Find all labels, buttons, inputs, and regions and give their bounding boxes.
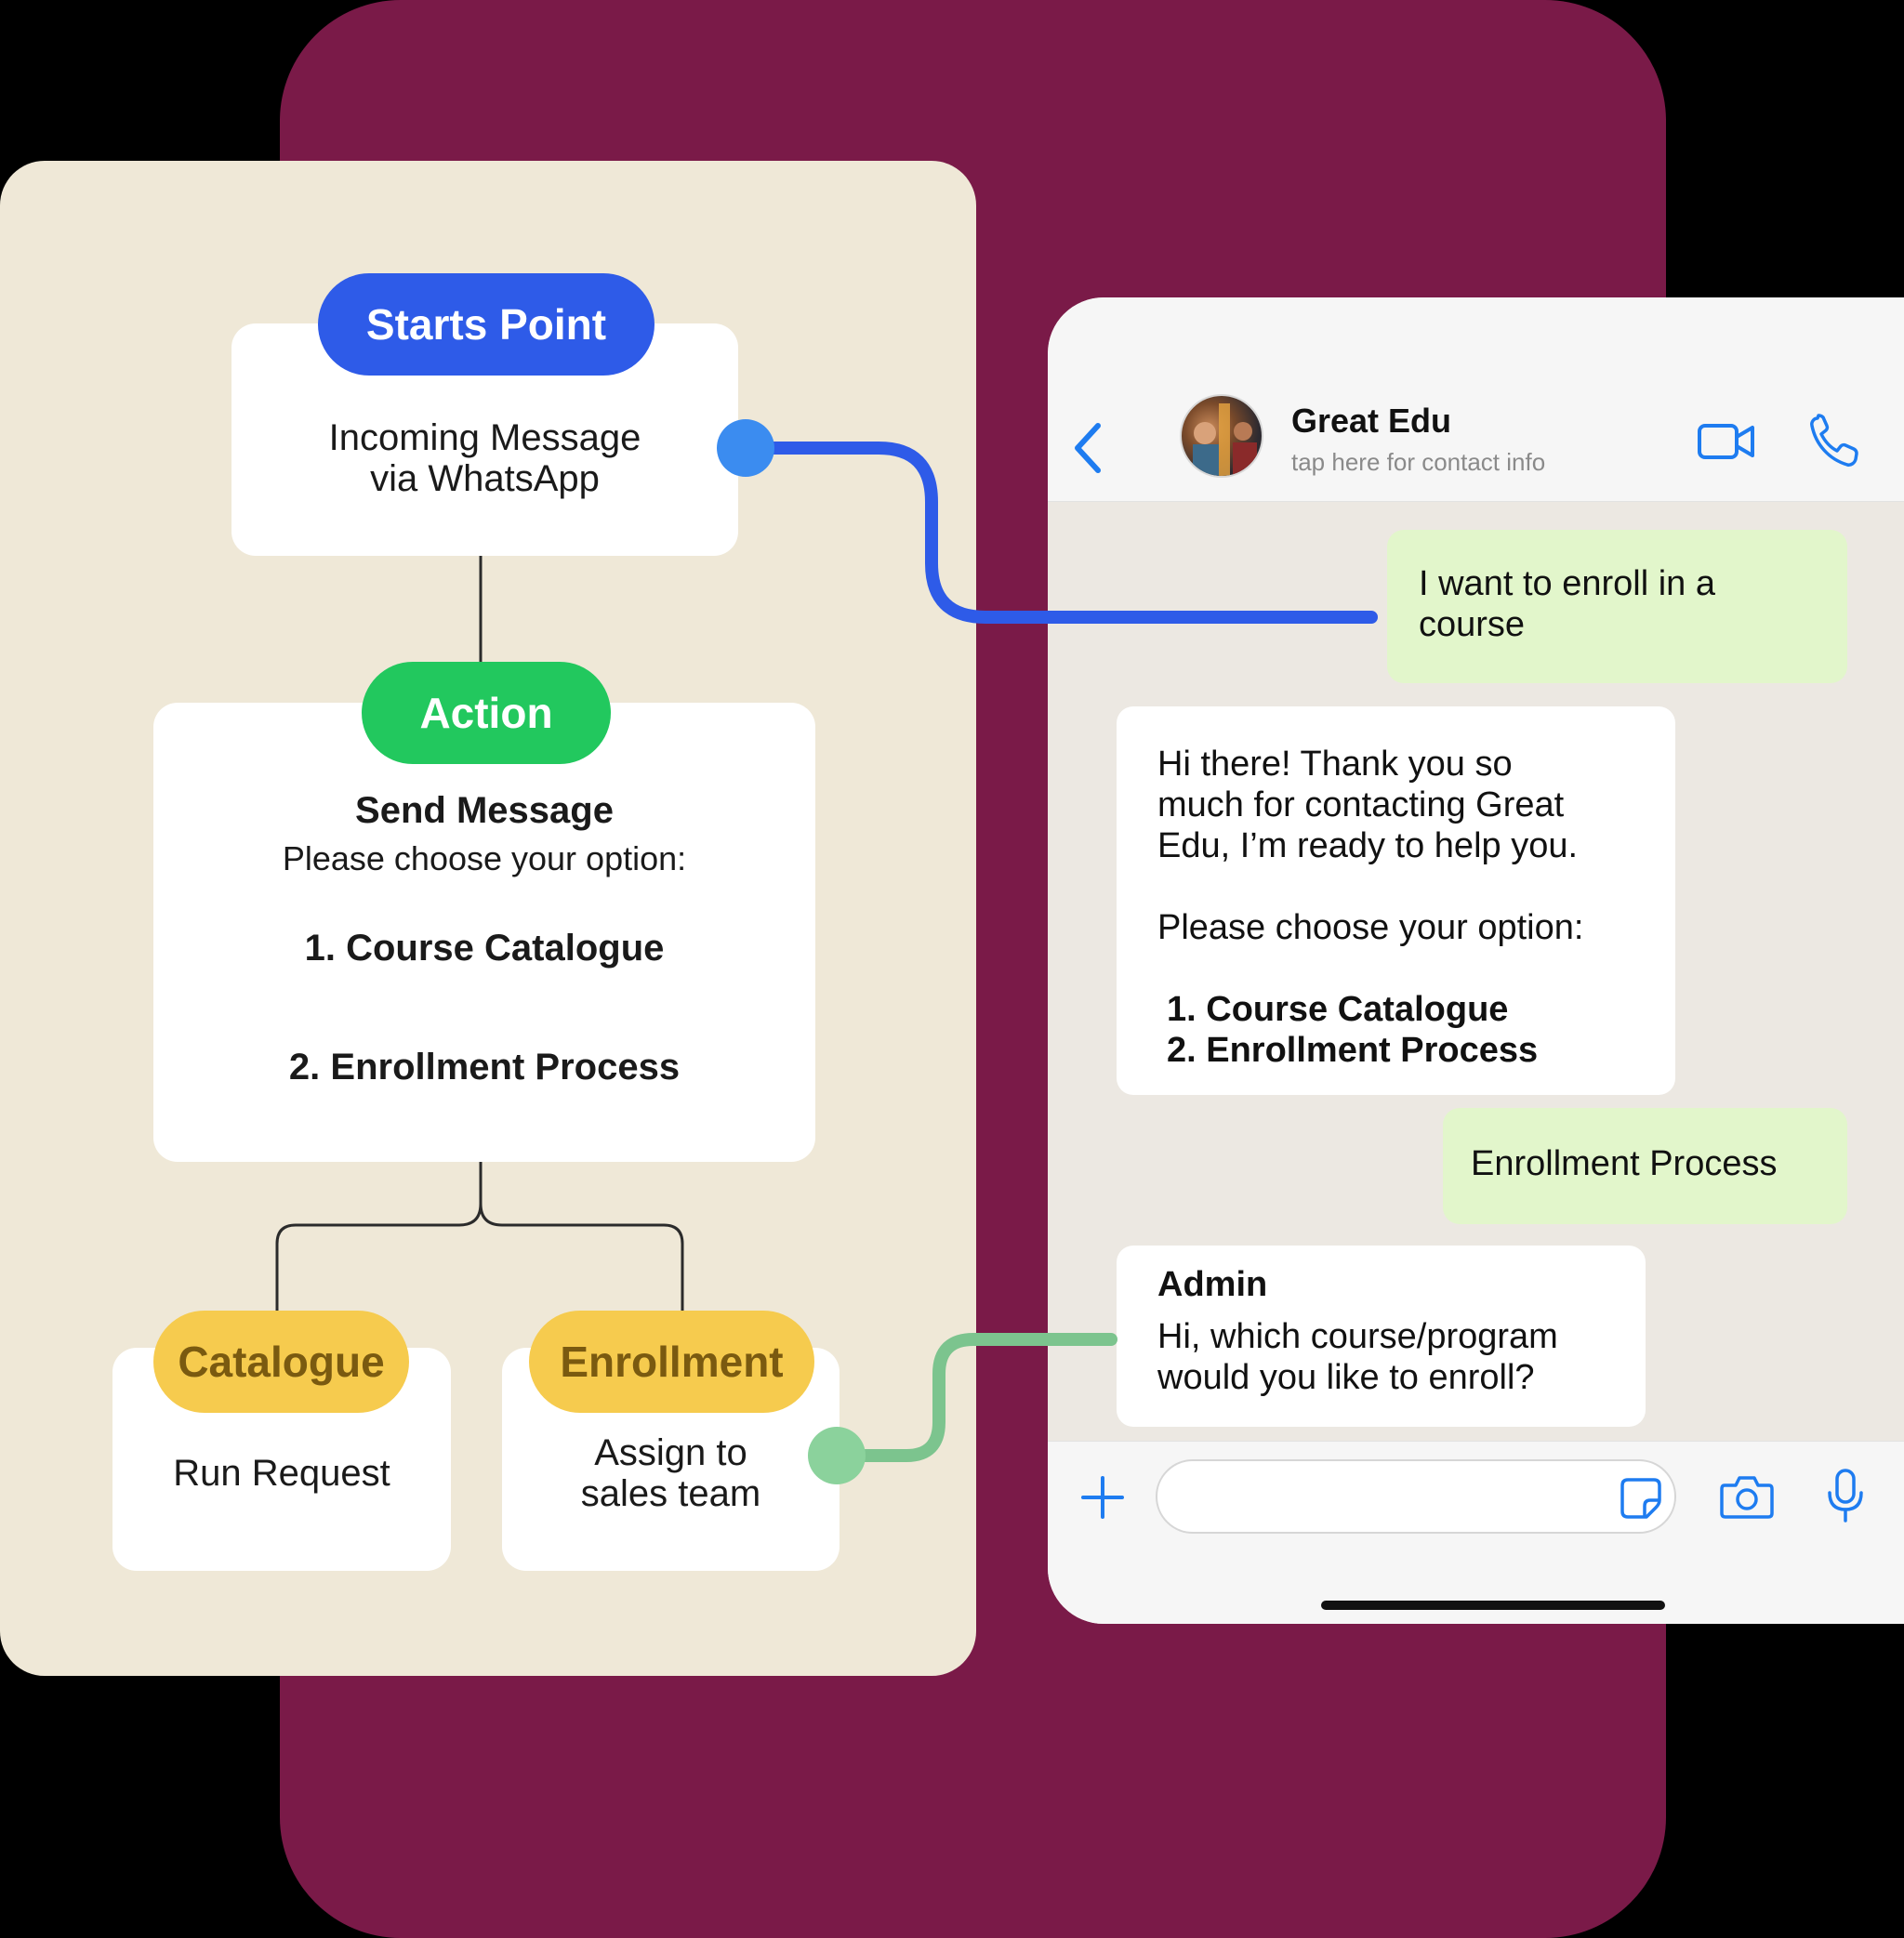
message-bubble-outgoing-1[interactable]: I want to enroll in a course bbox=[1387, 530, 1847, 683]
start-point-text-line2: via WhatsApp bbox=[370, 458, 600, 499]
microphone-icon[interactable] bbox=[1825, 1467, 1866, 1526]
phone-icon[interactable] bbox=[1808, 413, 1860, 468]
action-branch-line bbox=[275, 1162, 684, 1312]
message-3-text: Enrollment Process bbox=[1471, 1144, 1778, 1183]
enrollment-badge[interactable]: Enrollment bbox=[529, 1311, 814, 1413]
message-2-option1: 1. Course Catalogue bbox=[1167, 990, 1509, 1029]
enrollment-to-admin-connector bbox=[830, 1333, 1117, 1462]
enrollment-text-line1: Assign to bbox=[594, 1432, 747, 1473]
message-bubble-incoming-2[interactable]: Admin Hi, which course/program would you… bbox=[1117, 1246, 1646, 1427]
contact-name[interactable]: Great Edu bbox=[1291, 402, 1452, 440]
message-4-line2: would you like to enroll? bbox=[1157, 1358, 1535, 1397]
message-2-line1: Hi there! Thank you so bbox=[1157, 745, 1513, 784]
home-indicator bbox=[1321, 1601, 1665, 1610]
message-2-line2: much for contacting Great bbox=[1157, 785, 1565, 824]
back-chevron-icon[interactable] bbox=[1066, 418, 1111, 478]
action-option-1: 1. Course Catalogue bbox=[304, 928, 665, 969]
message-1-line2: course bbox=[1419, 605, 1526, 644]
message-4-sender: Admin bbox=[1157, 1265, 1268, 1304]
message-2-option2: 2. Enrollment Process bbox=[1167, 1031, 1539, 1070]
message-bubble-incoming-1[interactable]: Hi there! Thank you so much for contacti… bbox=[1117, 706, 1675, 1095]
message-1-line1: I want to enroll in a bbox=[1419, 564, 1715, 603]
catalogue-badge[interactable]: Catalogue bbox=[153, 1311, 409, 1413]
message-2-line3: Edu, I’m ready to help you. bbox=[1157, 826, 1579, 865]
chat-header[interactable] bbox=[1048, 297, 1904, 502]
action-title: Send Message bbox=[355, 790, 614, 831]
action-badge[interactable]: Action bbox=[362, 662, 611, 764]
message-2-line4: Please choose your option: bbox=[1157, 908, 1584, 947]
start-point-text-line1: Incoming Message bbox=[328, 417, 641, 458]
contact-subtitle[interactable]: tap here for contact info bbox=[1291, 448, 1546, 476]
sticker-icon[interactable] bbox=[1619, 1476, 1663, 1521]
start-point-badge[interactable]: Starts Point bbox=[318, 273, 654, 376]
enrollment-connector-dot bbox=[808, 1427, 866, 1484]
message-bubble-outgoing-2[interactable]: Enrollment Process bbox=[1443, 1108, 1847, 1224]
catalogue-text: Run Request bbox=[173, 1453, 390, 1494]
camera-icon[interactable] bbox=[1719, 1472, 1775, 1521]
plus-icon[interactable] bbox=[1079, 1474, 1126, 1521]
start-to-message-connector bbox=[740, 442, 1378, 624]
enrollment-text-line2: sales team bbox=[580, 1473, 761, 1514]
message-input[interactable] bbox=[1156, 1459, 1676, 1534]
contact-avatar[interactable] bbox=[1180, 394, 1263, 478]
start-connector-dot bbox=[717, 419, 774, 477]
video-call-icon[interactable] bbox=[1697, 418, 1756, 465]
whatsapp-chat-window: Great Edu tap here for contact info I wa… bbox=[1048, 297, 1904, 1624]
action-option-2: 2. Enrollment Process bbox=[288, 1047, 681, 1088]
action-card[interactable]: Send Message Please choose your option: … bbox=[153, 703, 815, 1162]
action-subtitle: Please choose your option: bbox=[282, 839, 687, 877]
message-4-line1: Hi, which course/program bbox=[1157, 1317, 1558, 1356]
